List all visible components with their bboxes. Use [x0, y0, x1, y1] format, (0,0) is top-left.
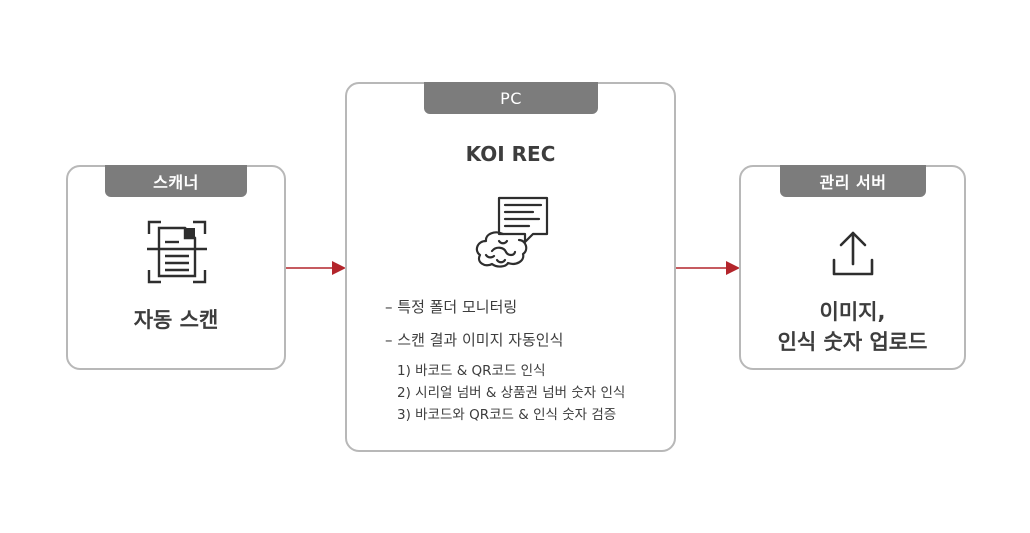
- scanner-box: 스캐너 자동 스캔: [66, 165, 286, 370]
- scanner-tab: 스캐너: [105, 165, 247, 197]
- server-caption-line2: 인식 숫자 업로드: [777, 330, 928, 354]
- arrow-to-server: [676, 261, 740, 275]
- brain-document-icon: [475, 196, 549, 268]
- pc-box: PC KOI REC – 특정 폴더 모니터링 – 스캔 결과 이미지 자동인식…: [345, 82, 676, 452]
- scanner-caption: 자동 스캔: [133, 308, 219, 332]
- arrow-to-pc: [286, 261, 346, 275]
- document-scan-icon: [147, 220, 207, 284]
- pc-title: KOI REC: [465, 142, 556, 166]
- upload-icon: [832, 231, 874, 276]
- sub-item: 3) 바코드와 QR코드 & 인식 숫자 검증: [397, 407, 617, 423]
- server-caption-line1: 이미지,: [819, 300, 886, 324]
- server-tab: 관리 서버: [780, 165, 926, 197]
- pc-tab: PC: [424, 82, 598, 114]
- sub-item: 1) 바코드 & QR코드 인식: [397, 363, 546, 379]
- feature-item: – 스캔 결과 이미지 자동인식: [385, 331, 564, 349]
- feature-item: – 특정 폴더 모니터링: [385, 298, 518, 316]
- server-box: 관리 서버 이미지, 인식 숫자 업로드: [739, 165, 966, 370]
- sub-item: 2) 시리얼 넘버 & 상품권 넘버 숫자 인식: [397, 385, 626, 401]
